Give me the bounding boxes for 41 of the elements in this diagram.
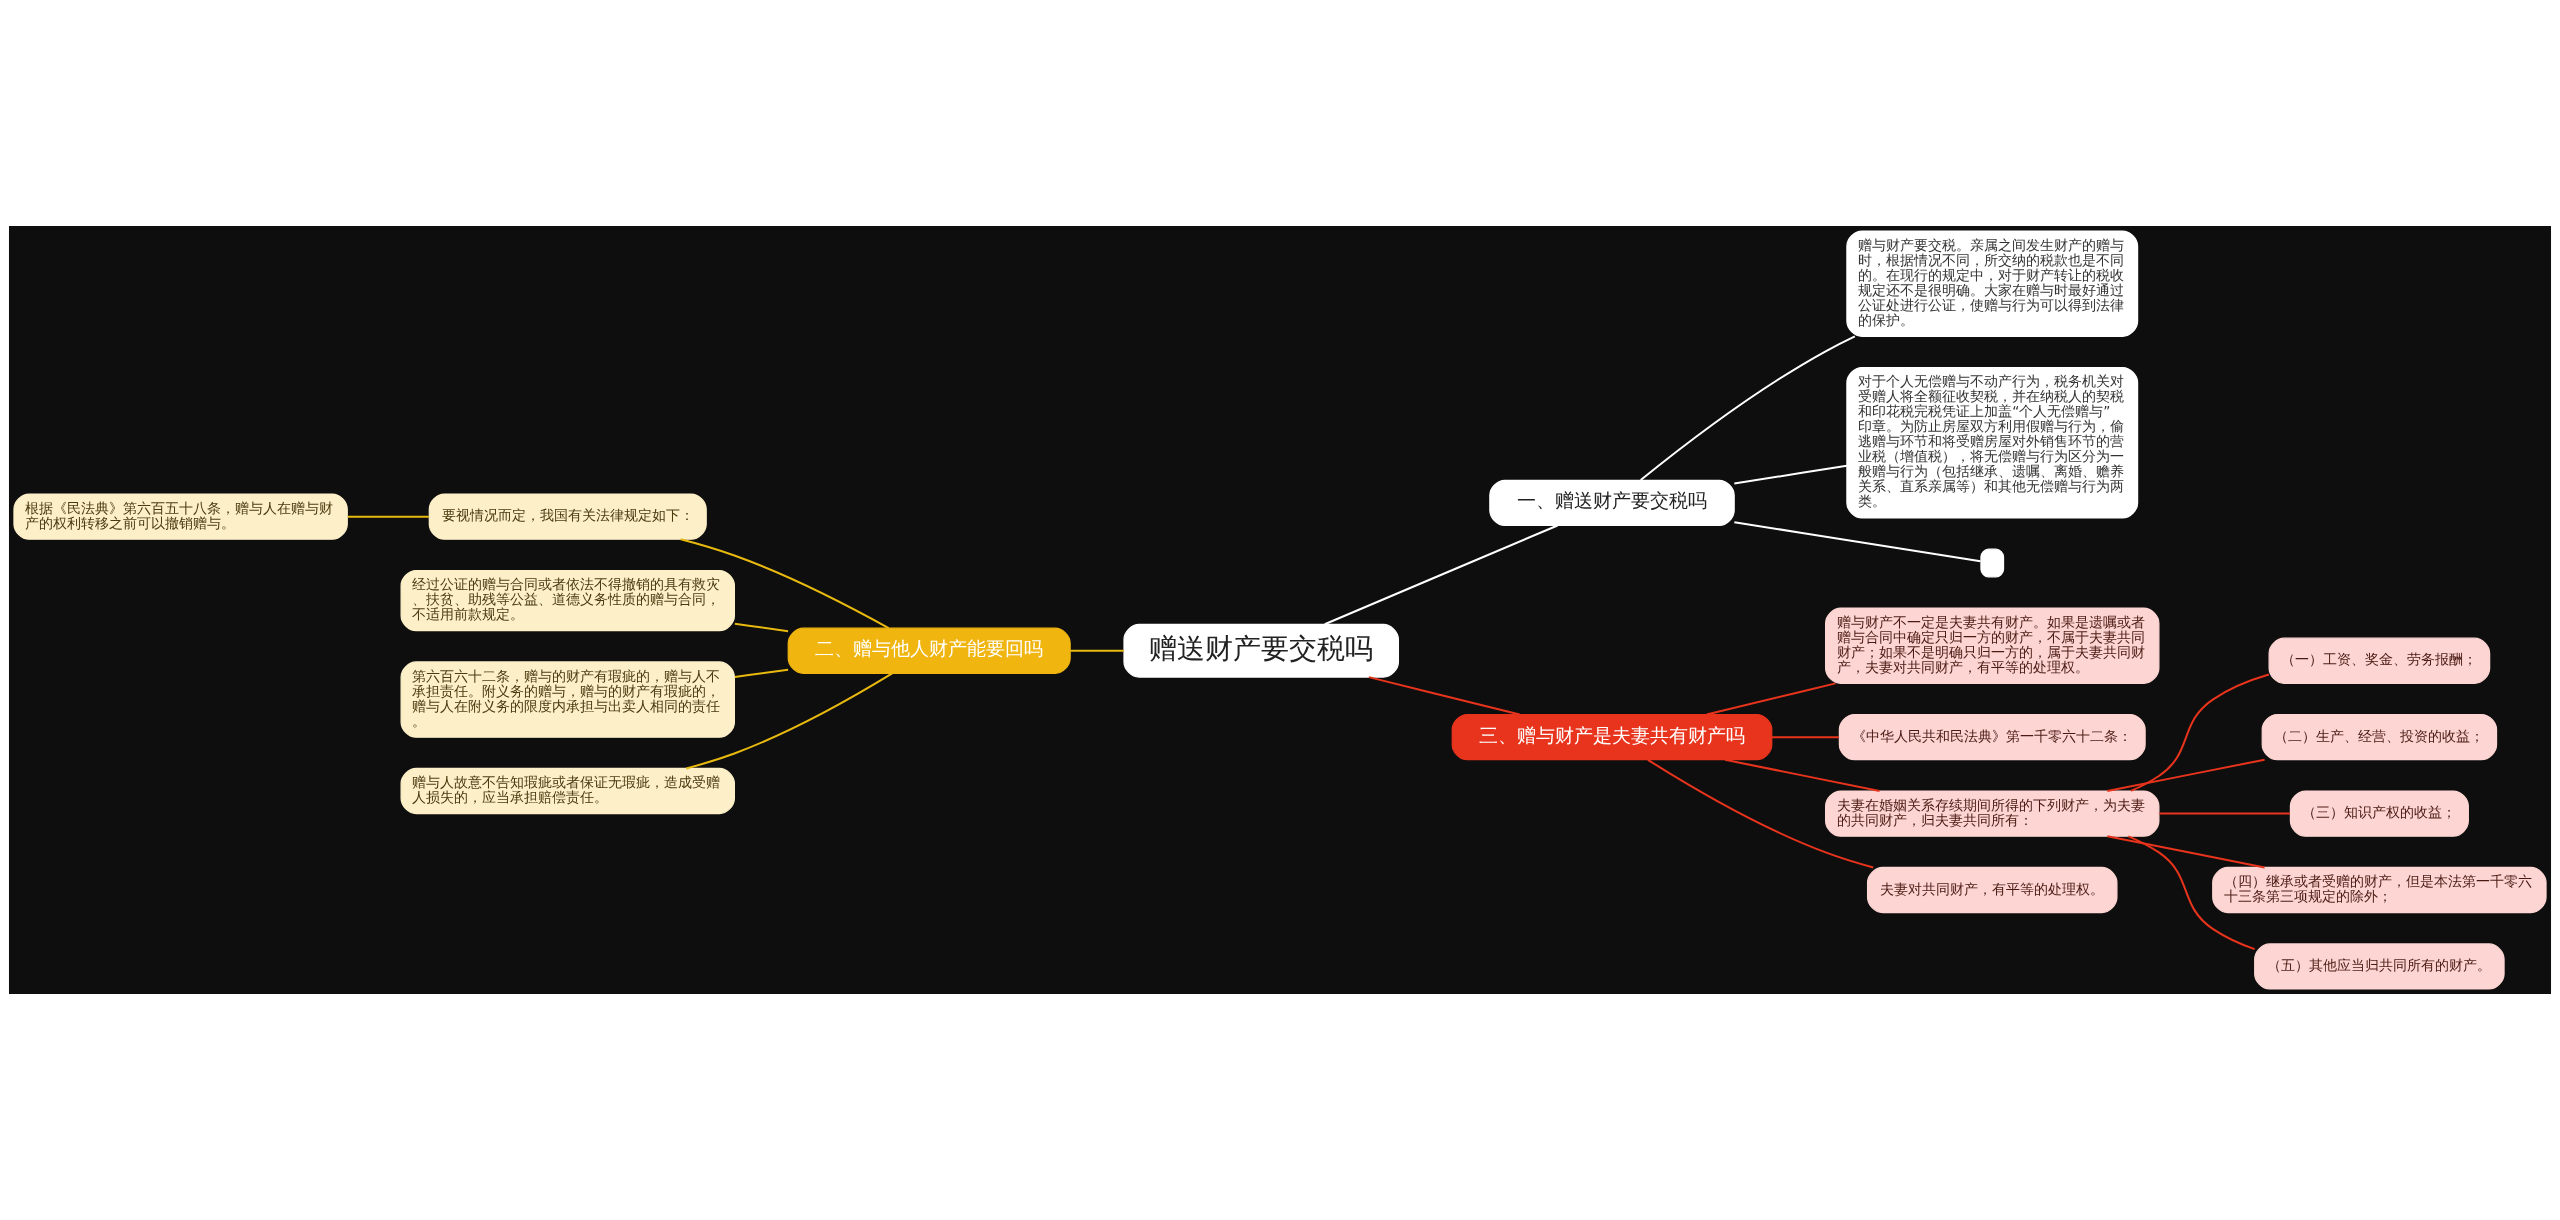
connector bbox=[1646, 758, 1875, 869]
node-box bbox=[1980, 548, 2005, 578]
node-box: 夫妻对共同财产，有平等的处理权。 bbox=[1866, 866, 2118, 914]
connector bbox=[1367, 676, 1521, 716]
node-box: 二、赠与他人财产能要回吗 bbox=[787, 627, 1071, 674]
node-box: 第六百六十二条，赠与的财产有瑕疵的，赠与人不承担责任。附义务的赠与，赠与的财产有瑕疵的，赠与人在附义务的限度内承担与出卖人相同的责任。 bbox=[400, 661, 735, 738]
node-box: 赠与人故意不告知瑕疵或者保证无瑕疵，造成受赠人损失的，应当承担赔偿责任。 bbox=[400, 767, 735, 815]
connector bbox=[1323, 524, 1559, 626]
node-box: 一、赠送财产要交税吗 bbox=[1489, 479, 1735, 527]
connector bbox=[1705, 682, 1837, 716]
connector bbox=[685, 672, 894, 770]
connector bbox=[1733, 464, 1848, 485]
node-box: 赠与财产不一定是夫妻共有财产。如果是遗嘱或者赠与合同中确定只归一方的财产，不属于夫妻共同财产；如果不是明确只归一方的，属于夫妻共同财产，夫妻对共同财产，有平等的处理权。 bbox=[1825, 607, 2160, 684]
connector bbox=[733, 668, 790, 678]
connector bbox=[1639, 335, 1856, 482]
node-box: 要视情况而定，我国有关法律规定如下： bbox=[428, 493, 707, 540]
connector bbox=[1069, 649, 1125, 652]
connector bbox=[1733, 521, 1982, 563]
node-box: 经过公证的赠与合同或者依法不得撤销的具有救灾、扶贫、助残等公益、道德义务性质的赠与合同，不适用前款规定。 bbox=[400, 569, 735, 632]
connector bbox=[346, 515, 430, 518]
connector bbox=[1724, 758, 1881, 792]
connector bbox=[1770, 736, 1840, 739]
node-box: （二）生产、经营、投资的收益； bbox=[2261, 714, 2498, 761]
node-box: （四）继承或者受赠的财产，但是本法第一千零六十三条第三项规定的除外； bbox=[2212, 866, 2547, 914]
node-box: 赠送财产要交税吗 bbox=[1123, 623, 1399, 678]
node-box: （三）知识产权的收益； bbox=[2289, 790, 2469, 837]
node-box: （五）其他应当归共同所有的财产。 bbox=[2254, 943, 2505, 990]
connector bbox=[733, 622, 790, 633]
connector bbox=[2106, 758, 2266, 792]
node-box: 夫妻在婚姻关系存续期间所得的下列财产，为夫妻的共同财产，归夫妻共同所有： bbox=[1825, 790, 2160, 837]
node-box: 三、赠与财产是夫妻共有财产吗 bbox=[1451, 714, 1773, 761]
node-box: 赠与财产要交税。亲属之间发生财产的赠与时，根据情况不同，所交纳的税款也是不同的。在现行的规定中，对于财产转让的税收规定还不是很明确。大家在赠与时最好通过公证处进行公证，使赠与行为可以得到法律的保护。 bbox=[1846, 230, 2139, 337]
node-box: 对于个人无偿赠与不动产行为，税务机关对受赠人将全额征收契税，并在纳税人的契税和印花税完税凭证上加盖“个人无偿赠与”印章。为防止房屋双方利用假赠与行为，偷逃赠与环节和将受赠房屋对外销售环节的营业税（增值税），将无偿赠与行为区分为一般赠与行为（包括继承、遗嘱、离婚、赡养关系、直系亲属等）和其他无偿赠与行为两类。 bbox=[1846, 366, 2139, 519]
connector bbox=[2158, 812, 2292, 815]
node-box: 根据《民法典》第六百五十八条，赠与人在赠与财产的权利转移之前可以撤销赠与。 bbox=[13, 493, 348, 540]
connector bbox=[2106, 835, 2266, 869]
connector bbox=[2129, 673, 2270, 792]
node-box: （一）工资、奖金、劳务报酬； bbox=[2268, 637, 2491, 684]
node-box: 《中华人民共和民法典》第一千零六十二条： bbox=[1838, 714, 2146, 761]
connector bbox=[2127, 835, 2256, 951]
connector bbox=[679, 538, 890, 630]
